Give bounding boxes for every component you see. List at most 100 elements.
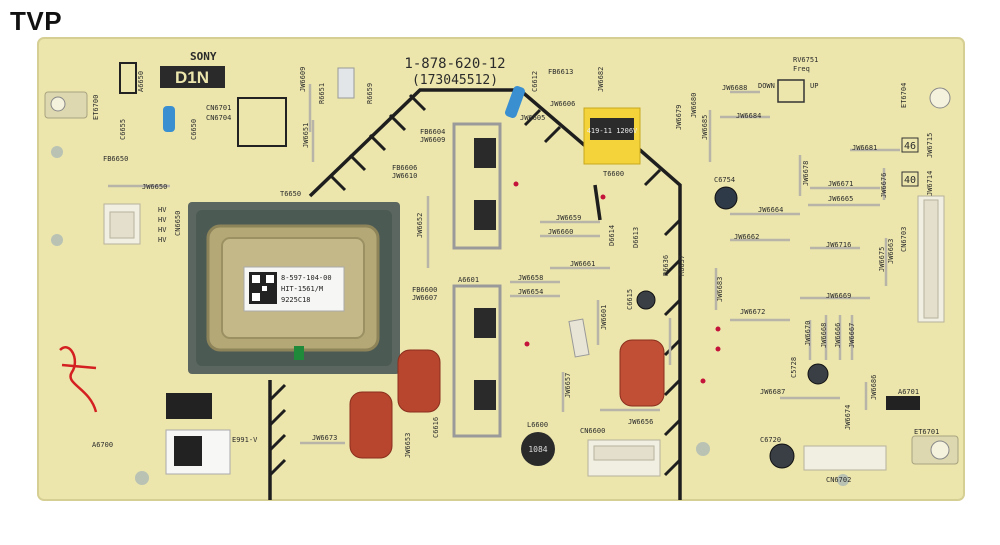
- blue-capacitor: [505, 86, 525, 118]
- a6701-chip: [886, 396, 920, 410]
- ref-c6720: C6720: [760, 436, 781, 444]
- ref-a6601: A6601: [458, 276, 479, 284]
- ref-jw6650: JW6650: [142, 183, 167, 191]
- ref-jw6656: JW6656: [628, 418, 653, 426]
- ref-d6614: D6614: [608, 225, 616, 246]
- brand-text: SONY: [190, 50, 217, 63]
- ref-jw6687: JW6687: [760, 388, 785, 396]
- ref-jw6686: JW6686: [870, 375, 878, 400]
- heatsink: [452, 284, 502, 438]
- green-marker: [294, 346, 304, 360]
- ref-fb6604: FB6604: [420, 128, 445, 136]
- model-badge: D1N: [175, 68, 209, 87]
- ref-jw6667: JW6667: [848, 323, 856, 348]
- number-box: 40: [904, 175, 916, 186]
- ref-jw6607: JW6607: [412, 294, 437, 302]
- sticker-line-3: 9225C18: [281, 296, 311, 304]
- ref-jw6663: JW6663: [887, 239, 895, 264]
- hv-label: HV: [158, 216, 167, 224]
- ref-r6637: R6637: [678, 255, 686, 276]
- mount-hole: [929, 87, 951, 109]
- ref-fb6606: FB6606: [392, 164, 417, 172]
- ref-jw6601: JW6601: [600, 305, 608, 330]
- mosfet: [474, 380, 496, 410]
- ref-jw6665: JW6665: [828, 195, 853, 203]
- electrolytic-capacitor: [636, 290, 656, 310]
- ref-jw6678: JW6678: [802, 161, 810, 186]
- ref-jw6685: JW6685: [701, 115, 709, 140]
- jumper-wires: [108, 84, 900, 445]
- ref-jw6660: JW6660: [548, 228, 573, 236]
- ref-e991v: E991-V: [232, 436, 258, 444]
- ref-jw6674: JW6674: [844, 405, 852, 430]
- ref-jw6609: JW6609: [299, 67, 307, 92]
- via-hole: [51, 234, 63, 246]
- ref-fb6650: FB6650: [103, 155, 128, 163]
- mosfet: [474, 308, 496, 338]
- via-hole: [135, 471, 149, 485]
- ref-c6754: C6754: [714, 176, 735, 184]
- via-hole: [696, 442, 710, 456]
- ref-jw6679: JW6679: [675, 105, 683, 130]
- ref-c6650: C6650: [190, 119, 198, 140]
- ref-jw6673: JW6673: [312, 434, 337, 442]
- number-box: 46: [904, 141, 916, 152]
- heatsink: [452, 122, 502, 250]
- ref-a6650: A6650: [137, 71, 145, 92]
- ref-cn6703: CN6703: [900, 227, 908, 252]
- rv-label: Freq: [793, 65, 810, 73]
- via-hole: [51, 146, 63, 158]
- ref-jw6680: JW6680: [690, 93, 698, 118]
- ref-jw6651: JW6651: [302, 123, 310, 148]
- ref-et6700: ET6700: [92, 95, 100, 120]
- part-number: 1-878-620-12: [404, 56, 505, 72]
- ref-jw6657: JW6657: [564, 373, 572, 398]
- ref-jw6652: JW6652: [416, 213, 424, 238]
- ref-jw6688: JW6688: [722, 84, 747, 92]
- ref-cn6701: CN6701: [206, 104, 231, 112]
- ref-jw6670: JW6670: [804, 321, 812, 346]
- ref-jw6606: JW6606: [550, 100, 575, 108]
- ref-jw6664: JW6664: [758, 206, 783, 214]
- ref-jw6683: JW6683: [716, 277, 724, 302]
- film-capacitor: [397, 349, 441, 413]
- ref-jw6654: JW6654: [518, 288, 543, 296]
- ref-jw6715: JW6715: [926, 133, 934, 158]
- electrolytic-capacitor: [807, 363, 829, 385]
- ref-c6655: C6655: [119, 119, 127, 140]
- electrolytic-capacitor: [769, 443, 795, 469]
- ref-jw6682: JW6682: [597, 67, 605, 92]
- rv-dir-up: UP: [810, 82, 818, 90]
- blue-capacitor: [163, 106, 175, 132]
- component-labels: A6650 ET6700 C6655 CN6701 CN6704 C6650 F…: [92, 67, 939, 484]
- coil-l6600: [521, 432, 555, 466]
- ref-l6600: L6600: [527, 421, 548, 429]
- ref-c6615: C6615: [626, 289, 634, 310]
- ref-jw6714: JW6714: [926, 171, 934, 196]
- ref-jw6675: JW6675: [878, 247, 886, 272]
- hv-label: HV: [158, 206, 167, 214]
- ref-jw6661: JW6661: [570, 260, 595, 268]
- ref-d6613: D6613: [632, 227, 640, 248]
- ref-jw6605: JW6605: [520, 114, 545, 122]
- ref-a6700: A6700: [92, 441, 113, 449]
- ref-cn6600: CN6600: [580, 427, 605, 435]
- ref-r6659: R6659: [366, 83, 374, 104]
- ref-jw6668: JW6668: [820, 323, 828, 348]
- ref-jw6653: JW6653: [404, 433, 412, 458]
- film-capacitor: [349, 391, 393, 459]
- hv-label: HV: [158, 236, 167, 244]
- handwritten-mark: [59, 346, 98, 413]
- ref-c6612: C6612: [531, 71, 539, 92]
- ref-jw6684: JW6684: [736, 112, 761, 120]
- ref-et6704: ET6704: [900, 83, 908, 108]
- ic-outline: [237, 97, 287, 147]
- connector-cn6702: [803, 445, 887, 471]
- part-code: (173045512): [412, 73, 498, 88]
- ref-jw6669: JW6669: [826, 292, 851, 300]
- ref-jw6662: JW6662: [734, 233, 759, 241]
- ref-jw6681: JW6681: [852, 144, 877, 152]
- ref-c6616: C6616: [432, 417, 440, 438]
- film-capacitor: [619, 339, 665, 407]
